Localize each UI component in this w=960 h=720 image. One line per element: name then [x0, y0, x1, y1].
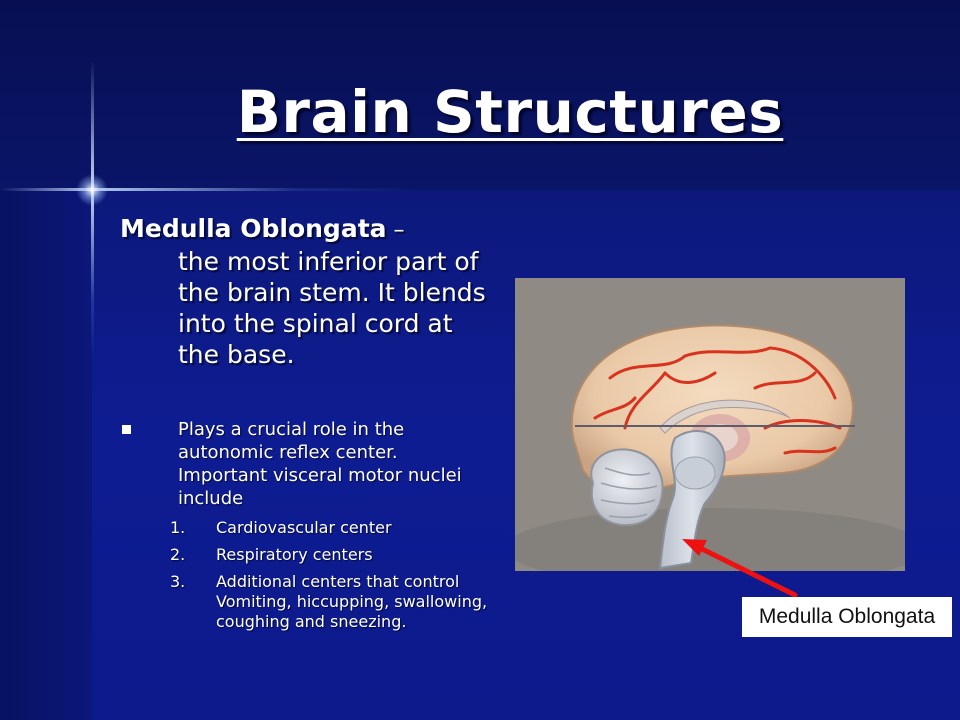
light-flare-glow	[76, 174, 108, 206]
list-item-text: Cardiovascular center	[216, 518, 392, 537]
list-item-number: 2.	[170, 545, 186, 564]
list-item: 3. Additional centers that control Vomit…	[160, 572, 500, 632]
list-item: 2. Respiratory centers	[160, 545, 500, 565]
brain-model-photo	[515, 278, 905, 571]
term-dash: –	[386, 218, 405, 243]
background-top-band	[0, 0, 960, 190]
list-item-number: 1.	[170, 518, 186, 537]
slide-title: Brain Structures	[236, 78, 784, 146]
light-flare-horizontal	[0, 188, 420, 191]
list-item-text: Respiratory centers	[216, 545, 373, 564]
bullet-text: Plays a crucial role in the autonomic re…	[178, 419, 462, 509]
numbered-list: 1. Cardiovascular center 2. Respiratory …	[160, 518, 500, 639]
list-item-text: Additional centers that control Vomiting…	[216, 572, 488, 631]
brain-model-illustration	[515, 278, 905, 571]
bullet-point: Plays a crucial role in the autonomic re…	[120, 418, 480, 510]
light-flare-vertical	[91, 60, 94, 360]
callout-label: Medulla Oblongata	[742, 597, 952, 637]
list-item-number: 3.	[170, 572, 186, 591]
term-definition: Medulla Oblongata – the most inferior pa…	[120, 213, 500, 370]
background-left-band	[0, 190, 92, 720]
term-definition-text: the most inferior part of the brain stem…	[178, 247, 486, 369]
square-bullet-icon	[122, 425, 131, 434]
term-name: Medulla Oblongata	[120, 214, 387, 243]
list-item: 1. Cardiovascular center	[160, 518, 500, 538]
